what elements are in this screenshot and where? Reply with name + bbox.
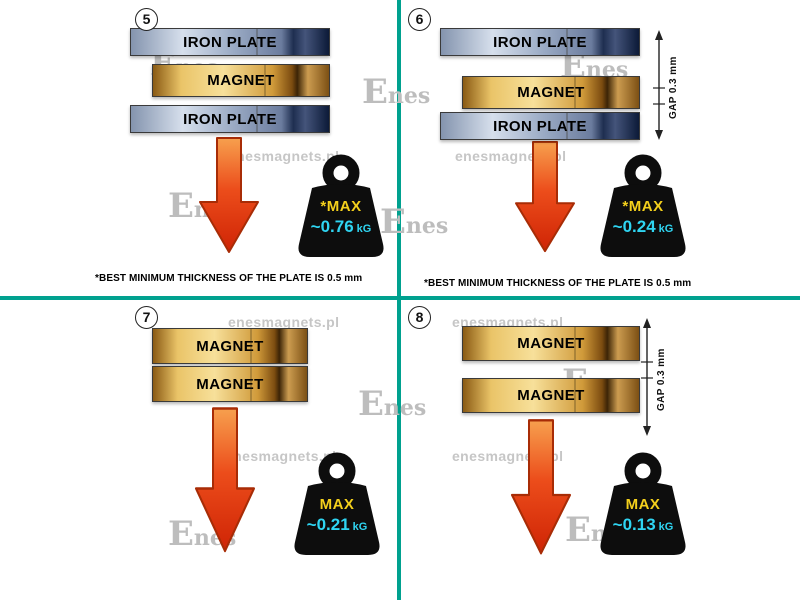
panel-number: 7 bbox=[135, 306, 158, 329]
iron-plate-bottom: IRON PLATE bbox=[440, 112, 640, 140]
enes-logo-watermark: Enes bbox=[362, 72, 431, 112]
kettlebell-shape-icon bbox=[600, 452, 686, 555]
magnet-top: MAGNET bbox=[462, 326, 640, 361]
iron-plate-top: IRON PLATE bbox=[440, 28, 640, 56]
panel-number: 8 bbox=[408, 306, 431, 329]
weight-number: ~0.13 bbox=[612, 515, 656, 534]
panel-number: 6 bbox=[408, 8, 431, 31]
pull-force-arrow bbox=[511, 419, 571, 555]
weight-number: ~0.24 bbox=[612, 217, 656, 236]
gap-dimension-arrows bbox=[641, 318, 653, 436]
weight-number: ~0.21 bbox=[306, 515, 350, 534]
kettlebell-shape-icon bbox=[298, 154, 384, 257]
weight-max-label: MAX bbox=[319, 496, 355, 513]
site-watermark: enesmagnets.pl bbox=[228, 148, 340, 164]
panel-number: 5 bbox=[135, 8, 158, 31]
weight-unit: kG bbox=[658, 521, 674, 533]
weight-max-label: *MAX bbox=[622, 198, 664, 215]
site-watermark: enesmagnets.pl bbox=[225, 448, 337, 464]
gap-size-label: GAP 0.3 mm bbox=[656, 348, 667, 412]
plate-thickness-footnote: *BEST MINIMUM THICKNESS OF THE PLATE IS … bbox=[424, 278, 692, 289]
pull-force-arrow bbox=[515, 140, 575, 253]
magnet-bottom: MAGNET bbox=[462, 378, 640, 413]
vertical-divider bbox=[397, 0, 401, 600]
weight-unit: kG bbox=[352, 521, 368, 533]
weight-unit: kG bbox=[658, 223, 674, 235]
kettlebell-shape-icon bbox=[294, 452, 380, 555]
gap-dimension-arrows bbox=[653, 30, 665, 140]
enes-logo-watermark: Enes bbox=[380, 202, 449, 242]
magnet-bar: MAGNET bbox=[462, 76, 640, 109]
magnet-bar: MAGNET bbox=[152, 64, 330, 97]
gap-size-label: GAP 0.3 mm bbox=[668, 56, 679, 120]
weight-number: ~0.76 bbox=[310, 217, 354, 236]
magnet-top: MAGNET bbox=[152, 328, 308, 364]
horizontal-divider bbox=[0, 296, 800, 300]
site-watermark: enesmagnets.pl bbox=[228, 314, 340, 330]
weight-max-label: *MAX bbox=[320, 198, 362, 215]
iron-plate-top: IRON PLATE bbox=[130, 28, 330, 56]
magnet-bottom: MAGNET bbox=[152, 366, 308, 402]
weight-unit: kG bbox=[356, 223, 372, 235]
weight-max-label: MAX bbox=[625, 496, 661, 513]
kettlebell-shape-icon bbox=[600, 154, 686, 257]
pull-force-arrow bbox=[195, 407, 255, 553]
enes-logo-watermark: Enes bbox=[358, 384, 427, 424]
iron-plate-bottom: IRON PLATE bbox=[130, 105, 330, 133]
pull-force-arrow bbox=[199, 137, 259, 253]
plate-thickness-footnote: *BEST MINIMUM THICKNESS OF THE PLATE IS … bbox=[95, 273, 363, 284]
